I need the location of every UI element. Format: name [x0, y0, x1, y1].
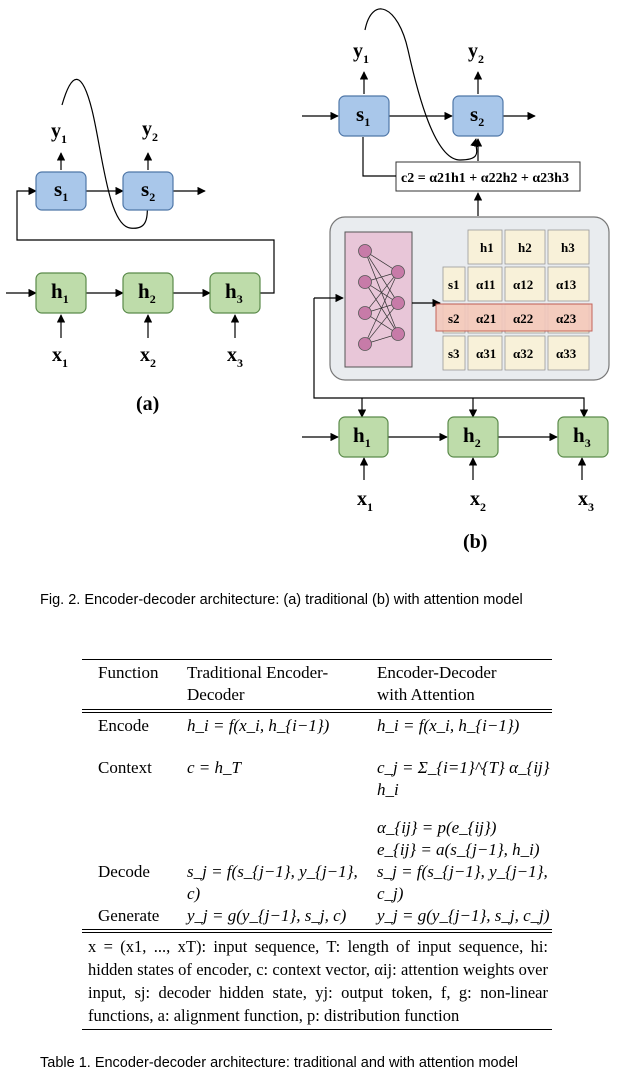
- row-attention: e_{ij} = a(s_{j−1}, h_i): [377, 840, 540, 859]
- panel-b-label: (b): [463, 531, 487, 553]
- encoder-state-box: [35, 272, 87, 314]
- row-function: Encode: [98, 716, 149, 735]
- node-label: h2: [463, 423, 481, 450]
- table-row: α_{ij} = p(e_{ij}): [82, 801, 552, 839]
- row-traditional: s_j = f(s_{j−1}, y_{j−1}, c): [187, 862, 358, 903]
- table-row: e_{ij} = a(s_{j−1}, h_i): [82, 839, 552, 861]
- output-label: y1: [353, 40, 369, 66]
- node-label: h1: [353, 423, 371, 450]
- header-rule: [82, 709, 552, 713]
- row-traditional: [177, 839, 367, 861]
- output-label: y1: [51, 120, 67, 146]
- panel-a: s1 s2 y1 y2 h1 h2 h3 x1 x2 x3 (a): [6, 78, 275, 415]
- panel-b: h1 h2 h3 s1 α11 α12 α13 s2 α21 α22 α23 s…: [302, 8, 610, 553]
- table-row: Encode h_i = f(x_i, h_{i−1}) h_i = f(x_i…: [82, 713, 552, 737]
- context-formula: c2 = α21h1 + α22h2 + α23h3: [401, 171, 569, 186]
- matrix-cell: α22: [513, 311, 533, 326]
- output-label: y2: [142, 118, 158, 144]
- table-notes: x = (x1, ..., xT): input sequence, T: le…: [88, 937, 548, 1025]
- row-attention: y_j = g(y_{j−1}, s_j, c_j): [377, 906, 550, 925]
- row-attention: h_i = f(x_i, h_{i−1}): [377, 716, 520, 735]
- matrix-row-label: s2: [448, 311, 460, 326]
- input-label: x3: [578, 488, 594, 514]
- node-label: s1: [54, 177, 68, 204]
- decoder-state-box: [122, 171, 174, 211]
- matrix-cell: α23: [556, 311, 577, 326]
- panel-a-label: (a): [136, 393, 159, 415]
- encoder-state-box: [122, 272, 174, 314]
- matrix-cell: α21: [476, 311, 496, 326]
- row-attention: c_j = Σ_{i=1}^{T} α_{ij} h_i: [377, 758, 550, 799]
- input-label: x2: [140, 344, 156, 370]
- matrix-header-label: h1: [480, 240, 494, 255]
- decoder-state-box: [452, 95, 504, 137]
- node-label: s1: [356, 102, 370, 129]
- row-traditional: y_j = g(y_{j−1}, s_j, c): [187, 906, 347, 925]
- header-function: Function: [98, 663, 159, 682]
- node-label: h1: [51, 279, 69, 306]
- table-header-row: Function Traditional Encoder-Decoder Enc…: [82, 660, 552, 706]
- header-traditional: Traditional Encoder-Decoder: [187, 663, 329, 704]
- output-label: y2: [468, 40, 484, 66]
- table-row: Context c = h_T c_j = Σ_{i=1}^{T} α_{ij}…: [82, 737, 552, 801]
- decoder-state-box: [35, 171, 87, 211]
- table-row: Decode s_j = f(s_{j−1}, y_{j−1}, c) s_j …: [82, 861, 552, 905]
- matrix-cell: α12: [513, 277, 533, 292]
- node-label: h2: [138, 279, 156, 306]
- top-rule: [82, 659, 552, 660]
- encoder-state-box: [209, 272, 261, 314]
- row-traditional: h_i = f(x_i, h_{i−1}): [187, 716, 330, 735]
- input-label: x3: [227, 344, 243, 370]
- row-function: Decode: [98, 862, 150, 881]
- node-label: h3: [225, 279, 243, 306]
- row-traditional: [177, 817, 367, 839]
- node-label: s2: [470, 102, 484, 129]
- encoder-state-box: [447, 416, 499, 458]
- matrix-header-label: h2: [518, 240, 532, 255]
- comparison-table: Function Traditional Encoder-Decoder Enc…: [82, 659, 552, 1030]
- matrix-cell: α31: [476, 346, 496, 361]
- matrix-cell: α13: [556, 277, 577, 292]
- matrix-cell: α32: [513, 346, 533, 361]
- table-row: Generate y_j = g(y_{j−1}, s_j, c) y_j = …: [82, 905, 552, 927]
- row-function: Context: [98, 758, 152, 777]
- row-function: Generate: [98, 906, 160, 925]
- encoder-state-box: [557, 416, 609, 458]
- figure-caption: Fig. 2. Encoder-decoder architecture: (a…: [40, 592, 523, 608]
- decoder-state-box: [338, 95, 390, 137]
- node-label: h3: [573, 423, 591, 450]
- bottom-rule: [82, 1029, 552, 1030]
- matrix-header-label: h3: [561, 240, 575, 255]
- row-function: [82, 839, 177, 861]
- matrix-row-label: s1: [448, 277, 460, 292]
- highlight-row: [435, 303, 593, 332]
- input-label: x2: [470, 488, 486, 514]
- row-traditional: c = h_T: [187, 758, 241, 777]
- node-label: s2: [141, 177, 155, 204]
- row-function: [82, 817, 177, 839]
- body-rule: [82, 929, 552, 933]
- matrix-cell: α11: [476, 277, 496, 292]
- matrix-row-label: s3: [448, 346, 460, 361]
- encoder-decoder-figure: s1 s2 y1 y2 h1 h2 h3 x1 x2 x3 (a): [6, 8, 610, 553]
- row-attention: α_{ij} = p(e_{ij}): [377, 818, 497, 837]
- table-caption: Table 1. Encoder-decoder architecture: t…: [40, 1055, 518, 1071]
- input-label: x1: [52, 344, 68, 370]
- matrix-cell: α33: [556, 346, 577, 361]
- encoder-state-box: [338, 416, 389, 458]
- input-label: x1: [357, 488, 373, 514]
- row-attention: s_j = f(s_{j−1}, y_{j−1}, c_j): [377, 862, 548, 903]
- nn-nodes: [358, 244, 405, 351]
